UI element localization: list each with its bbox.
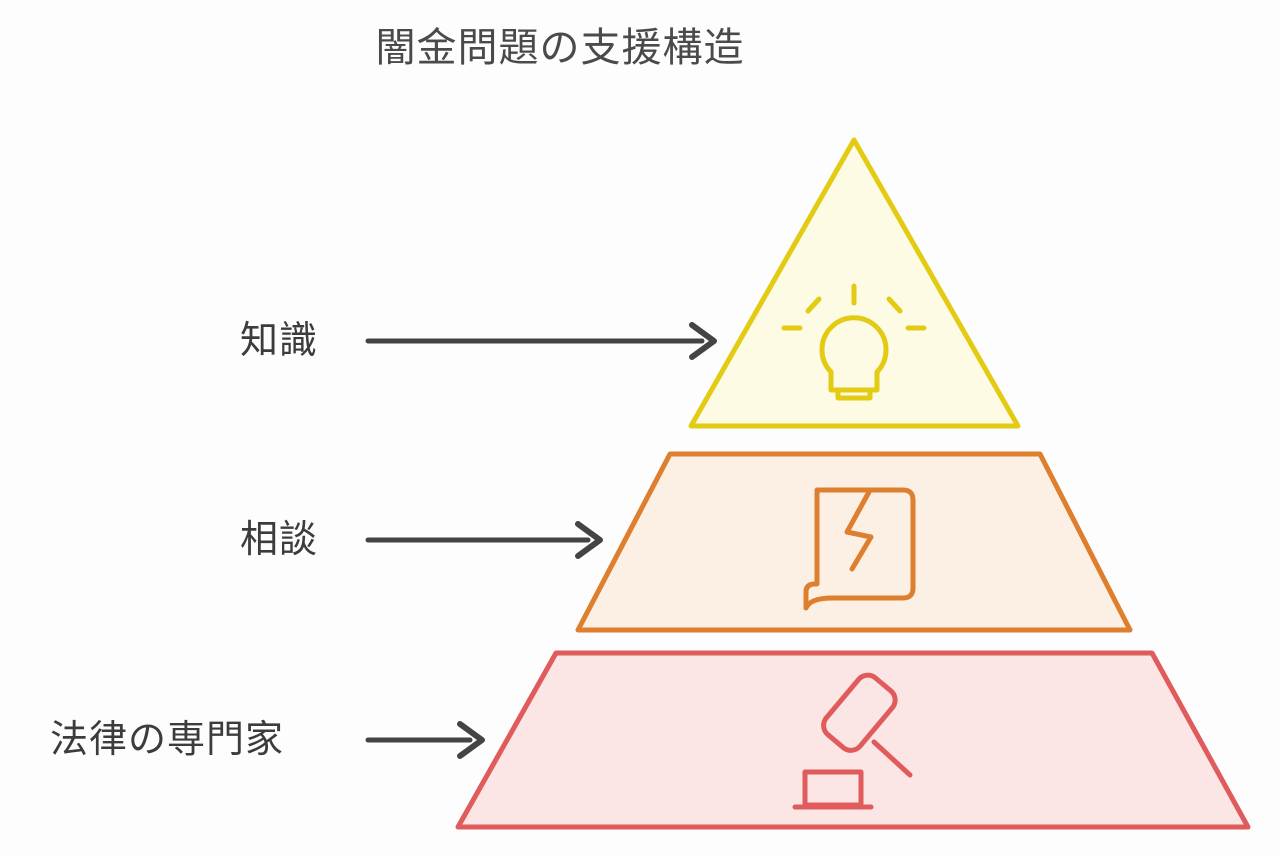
pyramid-level-knowledge[interactable] [688, 137, 1021, 429]
legal-expert-trapezoid[interactable] [455, 650, 1251, 830]
speech-bubble-icon [803, 487, 916, 611]
level-label-knowledge: 知識 [240, 320, 319, 362]
lightbulb-icon [781, 283, 927, 401]
pyramid-level-consultation[interactable] [575, 451, 1133, 633]
level-label-consultation: 相談 [240, 519, 319, 561]
gavel-icon [792, 672, 913, 810]
knowledge-triangle[interactable] [688, 137, 1021, 429]
arrow-to-consultation [365, 521, 603, 559]
pyramid-level-legal-expert[interactable] [455, 650, 1251, 830]
level-label-legal-expert: 法律の専門家 [50, 719, 285, 761]
page-title: 闇金問題の支援構造 [375, 26, 745, 70]
consultation-trapezoid[interactable] [575, 451, 1133, 633]
arrow-to-legal-expert [365, 721, 485, 759]
arrow-to-knowledge [365, 322, 717, 360]
